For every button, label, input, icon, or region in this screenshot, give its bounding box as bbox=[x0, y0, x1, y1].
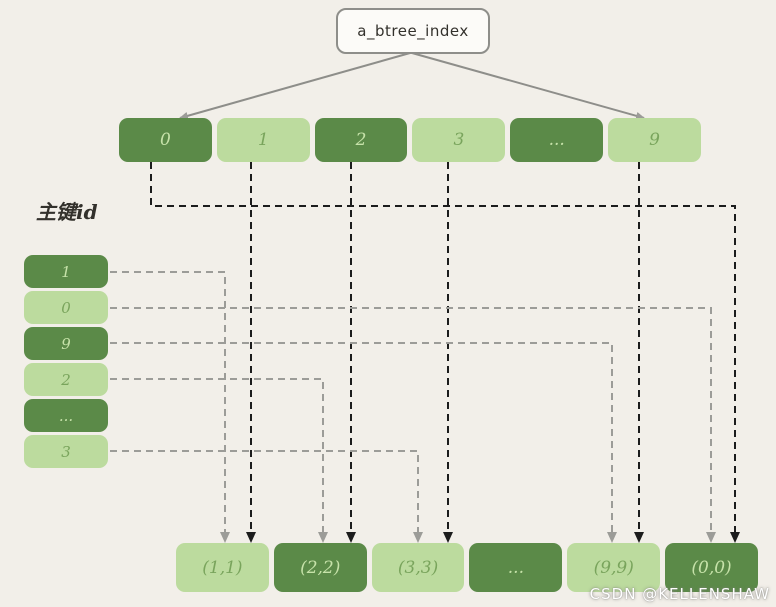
btree-index-title-label: a_btree_index bbox=[357, 22, 469, 40]
pk-cell-2-label: 2 bbox=[61, 370, 71, 389]
primary-key-label: 主键id bbox=[36, 200, 98, 224]
pk-cell-1-label: 1 bbox=[61, 262, 71, 281]
pk-arrowhead-1-1 bbox=[220, 532, 230, 543]
index-arrowhead-2-2 bbox=[346, 532, 356, 543]
index-cell-9-label: 9 bbox=[649, 130, 660, 150]
data-cell-2-2: (2,2) bbox=[273, 543, 367, 592]
index-cell-3: 3 bbox=[412, 118, 506, 162]
pk-cell-3: 3 bbox=[24, 435, 108, 468]
pk-pointer-1-to-1-1 bbox=[110, 271, 226, 533]
data-cell-9-9-label: (9,9) bbox=[593, 557, 634, 578]
tree-edges bbox=[179, 52, 645, 120]
index-cell-ellipsis: ... bbox=[510, 118, 604, 162]
data-cell-2-2-label: (2,2) bbox=[300, 557, 341, 578]
data-cell-ellipsis: ... bbox=[469, 543, 563, 592]
data-cell-0-0-label: (0,0) bbox=[691, 557, 732, 578]
pk-pointer-2-to-2-2 bbox=[110, 378, 324, 533]
pk-pointer-9-to-9-9 bbox=[110, 342, 613, 533]
watermark: CSDN @KELLENSHAW bbox=[589, 585, 770, 603]
index-arrowhead-1-1 bbox=[246, 532, 256, 543]
pk-pointer-0-to-0-0 bbox=[110, 307, 712, 533]
data-cell-1-1: (1,1) bbox=[176, 543, 269, 592]
pk-cell-3-label: 3 bbox=[61, 442, 71, 461]
data-cell-0-0: (0,0) bbox=[665, 543, 758, 592]
primary-key-pointer-lines bbox=[110, 271, 716, 543]
pk-arrowhead-2-2 bbox=[318, 532, 328, 543]
btree-index-title-node: a_btree_index bbox=[336, 8, 490, 54]
tree-edge-left bbox=[179, 52, 411, 120]
pk-cell-ellipsis: ... bbox=[24, 399, 108, 432]
data-cell-3-3: (3,3) bbox=[371, 543, 465, 592]
index-cell-0: 0 bbox=[119, 118, 212, 162]
tree-edge-right bbox=[411, 52, 645, 120]
pk-arrowhead-3-3 bbox=[413, 532, 423, 543]
index-leaf-row: 0 1 2 3 ... 9 bbox=[119, 118, 701, 162]
index-arrowhead-0-0 bbox=[730, 532, 740, 543]
index-cell-3-label: 3 bbox=[453, 130, 465, 150]
pk-cell-0-label: 0 bbox=[61, 298, 71, 317]
index-pointer-lines bbox=[150, 162, 740, 543]
data-row: (1,1) (2,2) (3,3) ... (9,9) (0,0) bbox=[176, 543, 758, 592]
data-cell-3-3-label: (3,3) bbox=[397, 557, 439, 578]
index-arrowhead-3-3 bbox=[443, 532, 453, 543]
pk-arrowhead-0-0 bbox=[706, 532, 716, 543]
index-cell-2-label: 2 bbox=[355, 130, 367, 150]
data-cell-9-9: (9,9) bbox=[567, 543, 661, 592]
pk-cell-ellipsis-label: ... bbox=[58, 406, 74, 425]
index-arrowhead-9-9 bbox=[634, 532, 644, 543]
pk-cell-9-label: 9 bbox=[61, 334, 71, 353]
pk-cell-9: 9 bbox=[24, 327, 108, 360]
pk-pointer-3-to-3-3 bbox=[110, 450, 419, 533]
primary-key-column: 1 0 9 2 ... 3 bbox=[24, 255, 108, 468]
data-cell-ellipsis-label: ... bbox=[507, 557, 524, 578]
index-cell-2: 2 bbox=[314, 118, 408, 162]
index-cell-0-label: 0 bbox=[160, 130, 171, 150]
index-cell-ellipsis-label: ... bbox=[548, 130, 565, 150]
index-pointer-0-to-0-0 bbox=[150, 162, 736, 533]
index-cell-1-label: 1 bbox=[257, 130, 269, 150]
index-cell-9: 9 bbox=[608, 118, 701, 162]
pk-arrowhead-9-9 bbox=[607, 532, 617, 543]
data-cell-1-1-label: (1,1) bbox=[202, 557, 243, 578]
pk-cell-0: 0 bbox=[24, 291, 108, 324]
pk-cell-2: 2 bbox=[24, 363, 108, 396]
pk-cell-1: 1 bbox=[24, 255, 108, 288]
index-cell-1: 1 bbox=[216, 118, 310, 162]
